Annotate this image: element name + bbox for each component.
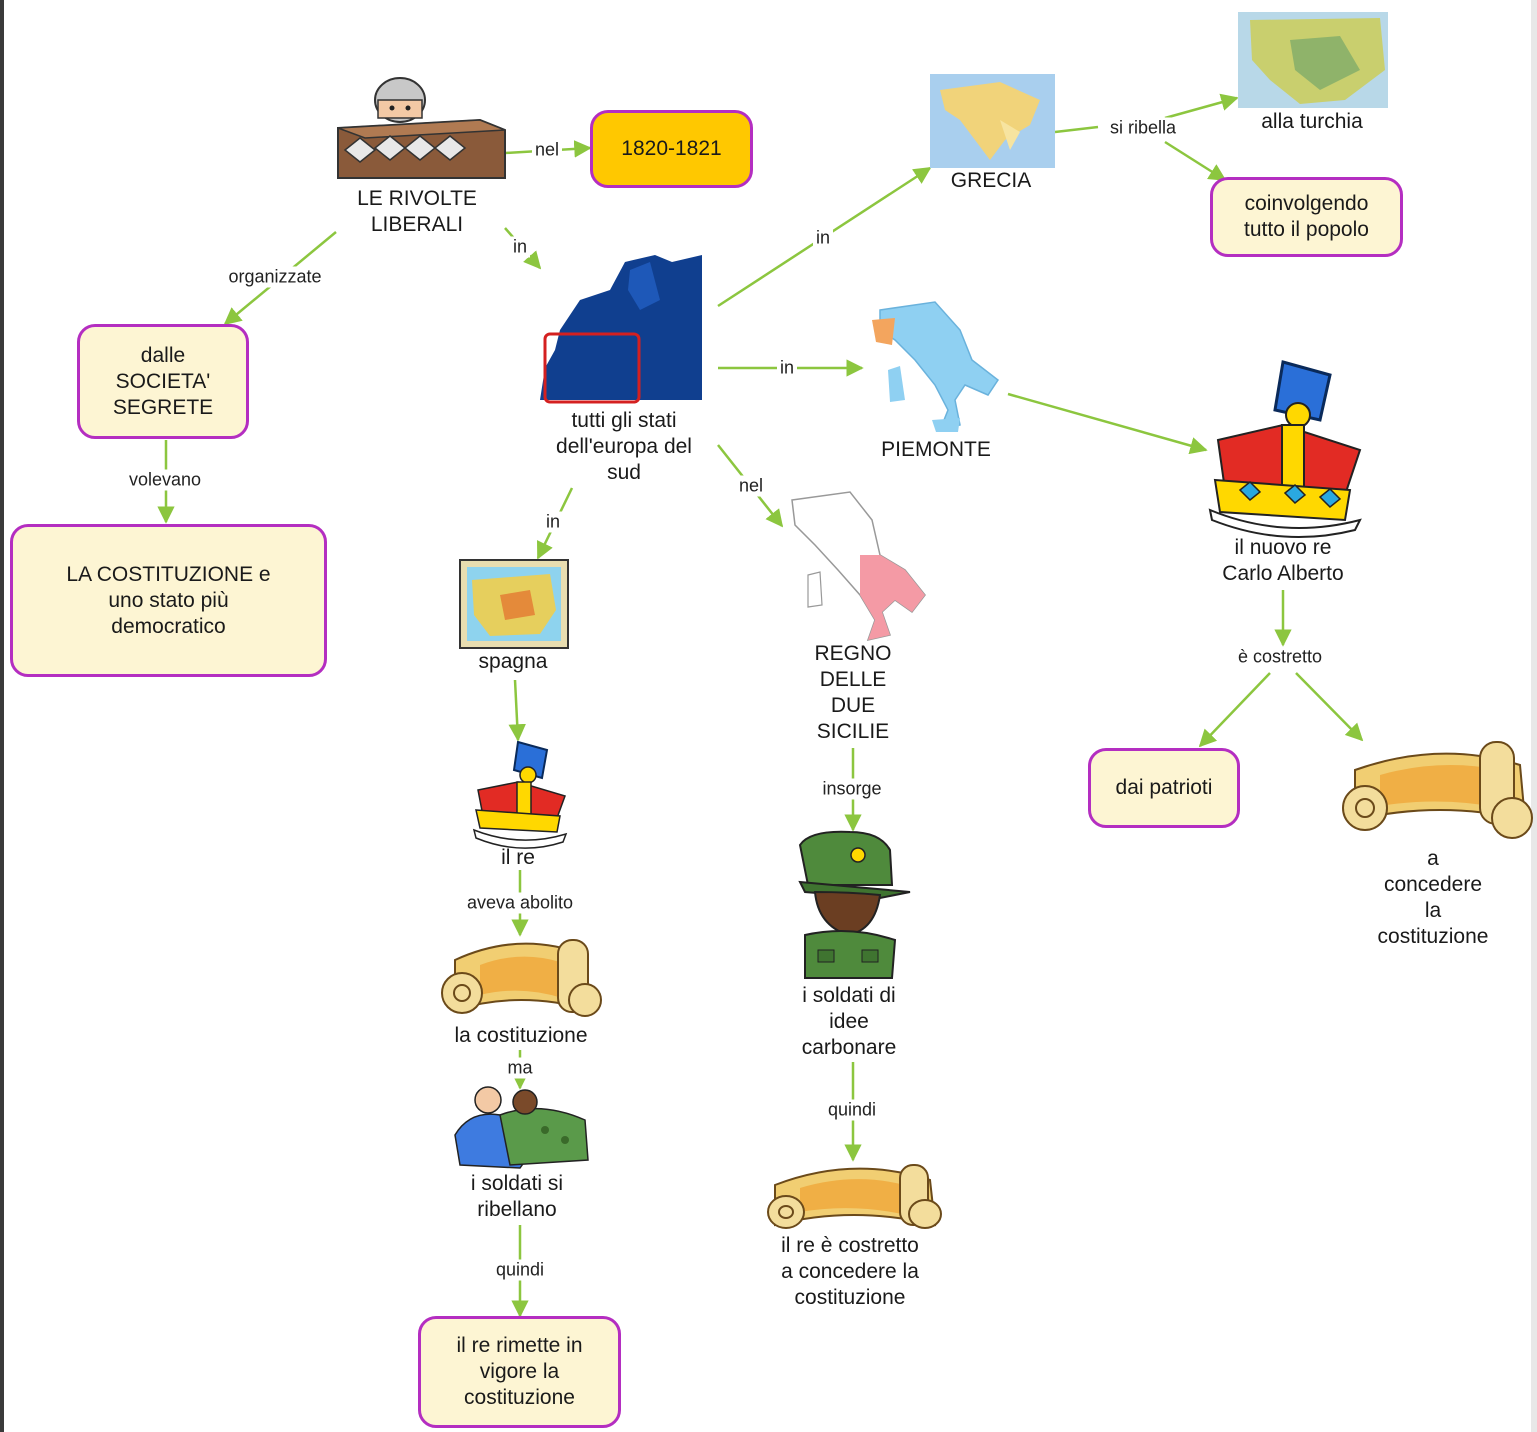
link-label-e-costretto: è costretto — [1234, 646, 1326, 668]
node-concedere-costituzione[interactable]: a concedere la costituzione — [1377, 847, 1489, 948]
window-frame-left — [0, 0, 4, 1432]
node-soldati-carbonari[interactable]: i soldati di idee carbonare — [801, 984, 897, 1059]
node-societa-segrete[interactable]: dalle SOCIETA' SEGRETE — [77, 324, 249, 439]
greece-map-icon — [930, 74, 1055, 168]
node-piemonte[interactable]: PIEMONTE — [881, 438, 991, 461]
node-rivolte-liberali[interactable]: LE RIVOLTE LIBERALI — [357, 187, 477, 236]
link-label-in-grecia: in — [812, 227, 834, 249]
link-grecia-ribella — [1054, 125, 1099, 134]
node-coinvolgendo-popolo[interactable]: coinvolgendo tutto il popolo — [1210, 177, 1403, 257]
link-ribella-turchia — [1164, 93, 1239, 120]
link-label-nel-sicilie: nel — [735, 475, 767, 497]
node-re-rimette[interactable]: il re rimette in vigore la costituzione — [418, 1316, 621, 1428]
link-label-quindi-2: quindi — [824, 1099, 880, 1121]
link-ribella-popolo — [1164, 140, 1227, 182]
node-dai-patrioti[interactable]: dai patrioti — [1088, 748, 1240, 828]
connectors — [157, 93, 1364, 1318]
node-re-costretto-concedere[interactable]: il re è costretto a concedere la costitu… — [781, 1234, 919, 1309]
node-alla-turchia[interactable]: alla turchia — [1261, 110, 1363, 133]
link-label-ma: ma — [504, 1057, 536, 1079]
link-label-organizzate: organizzate — [225, 266, 325, 288]
link-label-si-ribella: si ribella — [1106, 117, 1180, 139]
link-label-aveva-abolito: aveva abolito — [463, 892, 577, 914]
scroll-icon — [767, 1164, 942, 1229]
crown-icon — [472, 740, 568, 849]
spain-map-icon — [459, 559, 569, 649]
node-1820-1821[interactable]: 1820-1821 — [590, 110, 753, 188]
soldier-behind-wall-icon — [337, 77, 506, 179]
link-label-volevano: volevano — [125, 469, 205, 491]
soldier-icon — [798, 830, 911, 979]
crown-icon — [1208, 360, 1362, 539]
node-la-costituzione[interactable]: la costituzione — [454, 1024, 588, 1047]
node-carlo-alberto[interactable]: il nuovo re Carlo Alberto — [1222, 536, 1344, 585]
scroll-icon — [441, 939, 602, 1017]
link-piemonte-re — [1007, 392, 1208, 455]
italy-map-icon — [872, 301, 1000, 432]
node-soldati-ribellano[interactable]: i soldati si ribellano — [470, 1172, 564, 1221]
link-label-in: in — [509, 236, 531, 258]
link-label-insorge: insorge — [819, 778, 885, 800]
node-due-sicilie[interactable]: REGNO DELLE DUE SICILIE — [814, 642, 892, 743]
node-grecia[interactable]: GRECIA — [950, 169, 1032, 192]
node-spagna[interactable]: spagna — [478, 650, 548, 673]
scroll-icon — [1342, 741, 1533, 839]
link-costretto-concedere — [1295, 672, 1364, 742]
link-label-in-piemonte: in — [776, 357, 798, 379]
europe-map-icon — [540, 255, 702, 404]
node-il-re[interactable]: il re — [501, 846, 535, 869]
node-costituzione-democratico[interactable]: LA COSTITUZIONE e uno stato più democrat… — [10, 524, 327, 677]
link-costretto-patrioti — [1198, 672, 1271, 748]
fighting-soldiers-icon — [454, 1086, 589, 1169]
link-label-in-spagna: in — [542, 511, 564, 533]
node-stati-europa-sud[interactable]: tutti gli stati dell'europa del sud — [556, 409, 692, 484]
link-label-quindi: quindi — [492, 1259, 548, 1281]
link-spagna-re — [508, 679, 526, 742]
two-sicilies-map-icon — [791, 491, 926, 642]
ottoman-map-icon — [1238, 12, 1388, 108]
window-frame-right — [1531, 0, 1537, 1432]
link-label-nel: nel — [531, 139, 563, 161]
